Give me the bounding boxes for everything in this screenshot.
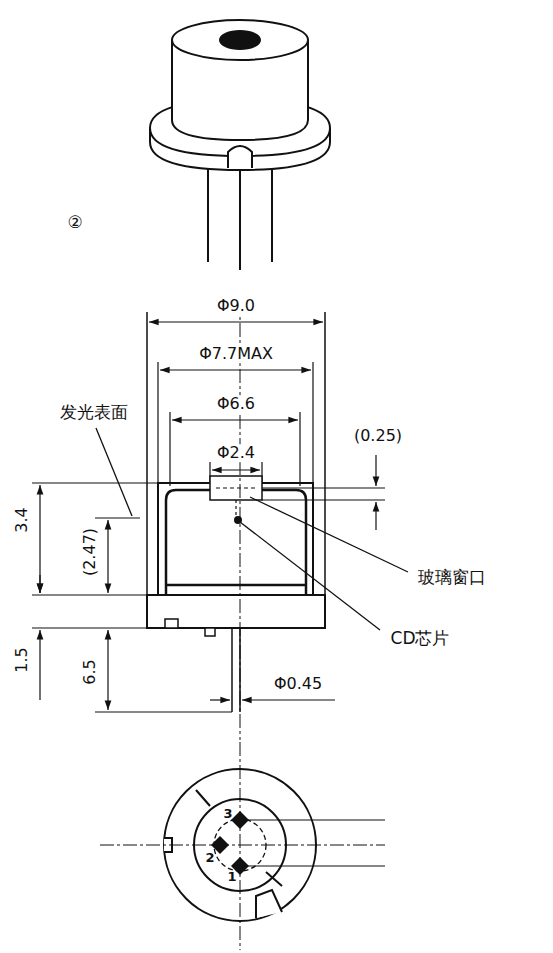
dimension: 6.5 (81, 658, 99, 685)
dimension: Φ9.0 (216, 297, 256, 315)
callout-label: 发光表面 (59, 403, 129, 422)
pin-number: 3 (222, 807, 233, 821)
dimension: Φ2.4 (216, 444, 256, 462)
pin-number: 2 (204, 851, 215, 865)
dimension: Φ0.45 (273, 675, 323, 693)
dimension: Φ6.6 (216, 395, 256, 413)
dimension: 1.5 (13, 646, 31, 673)
pin-number: 1 (226, 870, 237, 884)
dimension: 3.4 (13, 506, 31, 533)
dimension: (0.25) (353, 427, 403, 445)
figure-number: ② (66, 213, 83, 232)
dimension: (2.47) (81, 527, 99, 577)
callout-label: 玻璃窗口 (417, 568, 487, 587)
dimension: Φ7.7MAX (198, 345, 274, 363)
callout-label: CD芯片 (390, 629, 451, 648)
